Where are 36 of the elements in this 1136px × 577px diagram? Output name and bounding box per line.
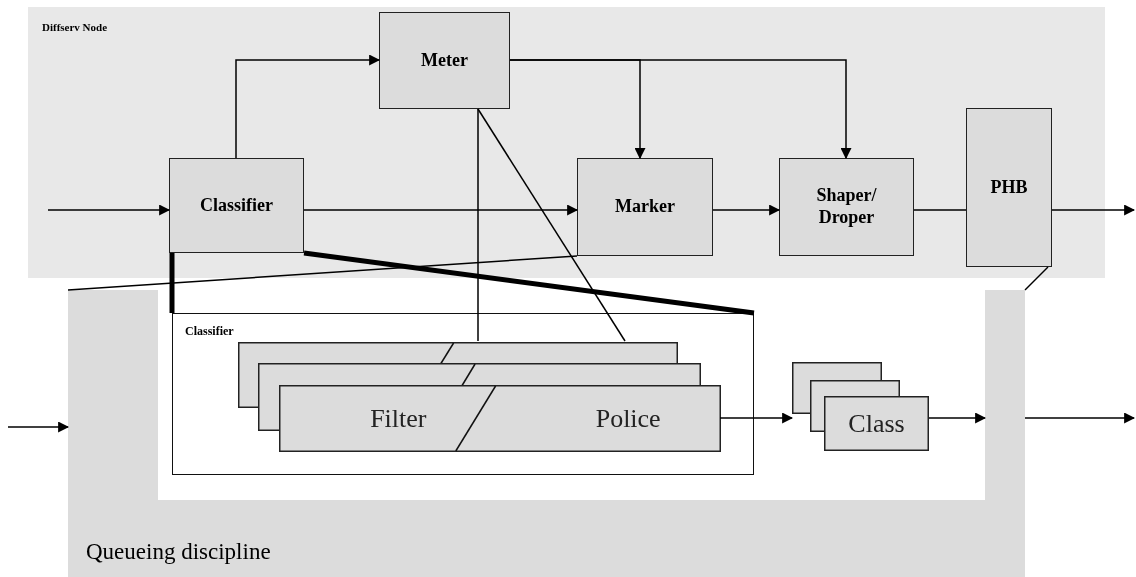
process-box <box>169 158 304 253</box>
arrow <box>712 204 781 216</box>
card-label: Filter <box>370 403 427 434</box>
panel-title: Diffserv Node <box>42 21 108 33</box>
frame-title: Classifier <box>185 324 234 339</box>
box-label: PHB <box>989 176 1029 199</box>
connector-line <box>477 108 626 342</box>
process-box <box>779 158 914 256</box>
box-label: Shaper/ Droper <box>815 185 878 229</box>
process-box <box>577 158 713 256</box>
connector-line <box>303 250 755 316</box>
arrow <box>235 54 381 159</box>
card-label: Class <box>848 408 905 439</box>
process-box <box>966 108 1052 267</box>
arrow <box>7 421 70 433</box>
box-label: Marker <box>614 196 676 218</box>
box-label: Classifier <box>199 194 274 217</box>
arrow <box>928 412 987 424</box>
diffserv-node-panel <box>28 7 1105 278</box>
box-label: Meter <box>420 49 469 72</box>
arrow <box>509 59 852 160</box>
connector-line <box>477 108 479 342</box>
process-box <box>379 12 510 109</box>
area-label: Queueing discipline <box>86 539 271 565</box>
arrow <box>1024 412 1136 424</box>
connector-line <box>169 253 175 313</box>
connector-line <box>67 255 578 291</box>
queueing-discipline-area <box>68 290 1025 577</box>
connector-line <box>913 209 967 211</box>
connector-line <box>1024 266 1049 291</box>
arrow <box>1051 204 1136 216</box>
arrow <box>303 204 579 216</box>
arrow <box>47 204 171 216</box>
classifier-frame <box>172 313 754 475</box>
card-label: Police <box>595 403 661 434</box>
arrow <box>719 412 794 424</box>
